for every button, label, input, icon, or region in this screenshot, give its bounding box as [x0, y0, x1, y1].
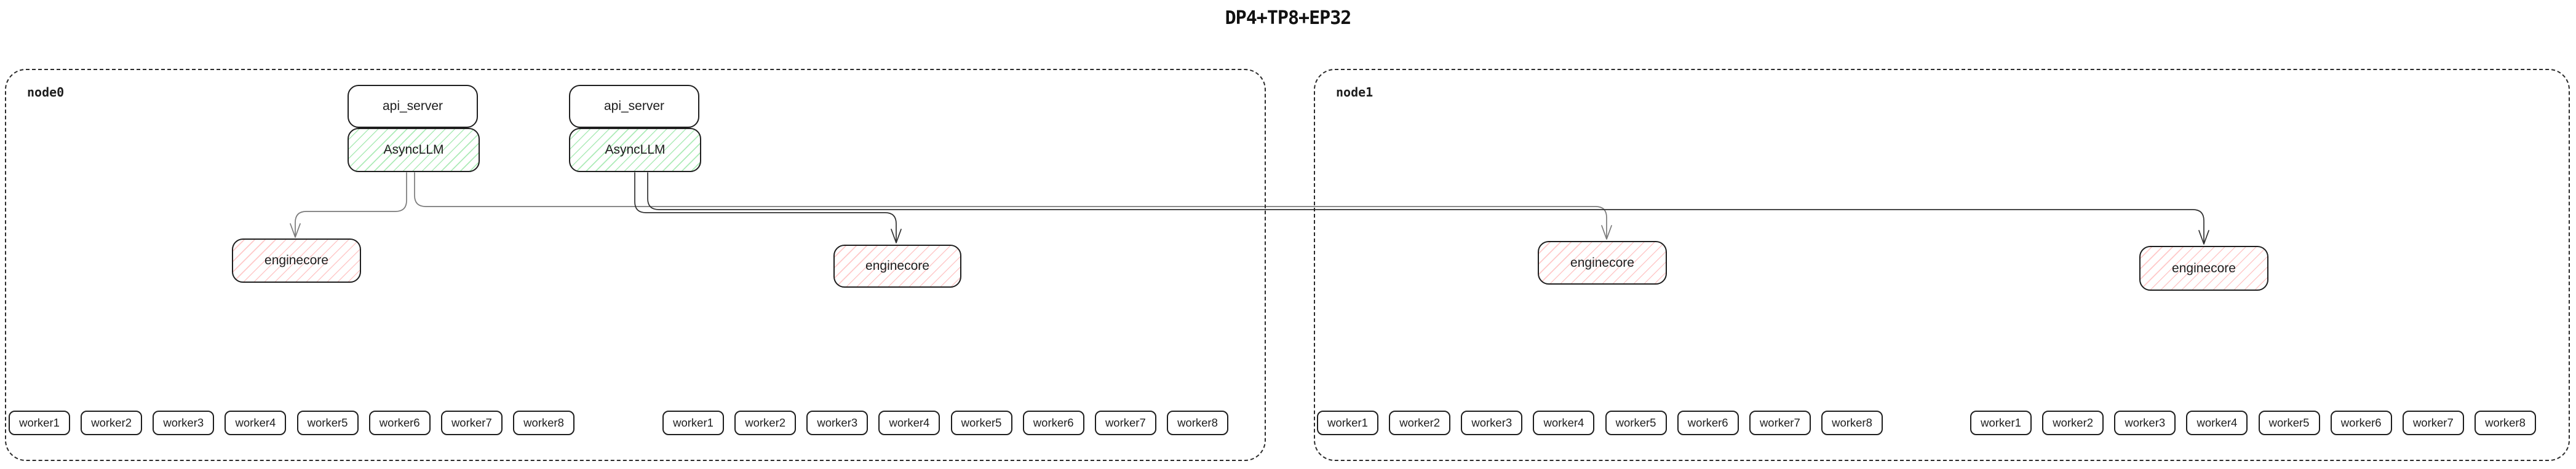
worker-box: worker3 — [153, 411, 215, 435]
worker-box: worker1 — [1970, 411, 2032, 435]
worker-box: worker1 — [662, 411, 724, 435]
worker-box: worker3 — [2114, 411, 2176, 435]
worker-box: worker6 — [368, 411, 431, 435]
worker-box: worker2 — [81, 411, 143, 435]
worker-box: worker3 — [1461, 411, 1523, 435]
api-server-box-2: api_server — [569, 85, 699, 128]
diagram-title: DP4+TP8+EP32 — [1225, 7, 1352, 29]
worker-box: worker1 — [1317, 411, 1378, 435]
worker-box: worker4 — [2186, 411, 2248, 435]
api-server-box-1: api_server — [348, 85, 478, 128]
worker-box: worker6 — [1677, 411, 1739, 435]
worker-box: worker6 — [1022, 411, 1084, 435]
node1-label: node1 — [1336, 85, 1373, 100]
asyncllm-box-2: AsyncLLM — [569, 128, 701, 172]
worker-box: worker5 — [2258, 411, 2320, 435]
enginecore-box-3: enginecore — [1538, 241, 1667, 285]
worker-box: worker4 — [878, 411, 940, 435]
worker-box: worker8 — [1166, 411, 1228, 435]
worker-box: worker7 — [1749, 411, 1811, 435]
enginecore-box-4: enginecore — [2139, 246, 2268, 291]
worker-box: worker4 — [225, 411, 287, 435]
asyncllm-box-1: AsyncLLM — [348, 128, 480, 172]
worker-box: worker5 — [296, 411, 359, 435]
worker-box: worker8 — [512, 411, 574, 435]
worker-group-1: worker1 worker2 worker3 worker4 worker5 worke… — [9, 411, 574, 435]
worker-box: worker6 — [2330, 411, 2392, 435]
worker-box: worker3 — [806, 411, 869, 435]
worker-group-3: worker1 worker2 worker3 worker4 worker5 worke… — [1317, 411, 1883, 435]
enginecore-box-2: enginecore — [833, 245, 961, 288]
node1-container: node1 — [1314, 69, 2570, 461]
worker-group-2: worker1 worker2 worker3 worker4 worker5 worke… — [662, 411, 1228, 435]
worker-box: worker2 — [734, 411, 797, 435]
worker-box: worker5 — [1605, 411, 1667, 435]
worker-box: worker8 — [2474, 411, 2536, 435]
enginecore-box-1: enginecore — [232, 238, 361, 283]
worker-box: worker5 — [950, 411, 1012, 435]
worker-box: worker7 — [2402, 411, 2464, 435]
worker-box: worker2 — [1389, 411, 1451, 435]
node0-container: node0 — [5, 69, 1266, 461]
worker-box: worker1 — [9, 411, 70, 435]
worker-box: worker7 — [1094, 411, 1156, 435]
worker-box: worker7 — [440, 411, 503, 435]
worker-box: worker8 — [1821, 411, 1883, 435]
worker-group-4: worker1 worker2 worker3 worker4 worker5 worke… — [1970, 411, 2536, 435]
worker-box: worker4 — [1533, 411, 1595, 435]
worker-box: worker2 — [2042, 411, 2104, 435]
node0-label: node0 — [27, 85, 65, 100]
